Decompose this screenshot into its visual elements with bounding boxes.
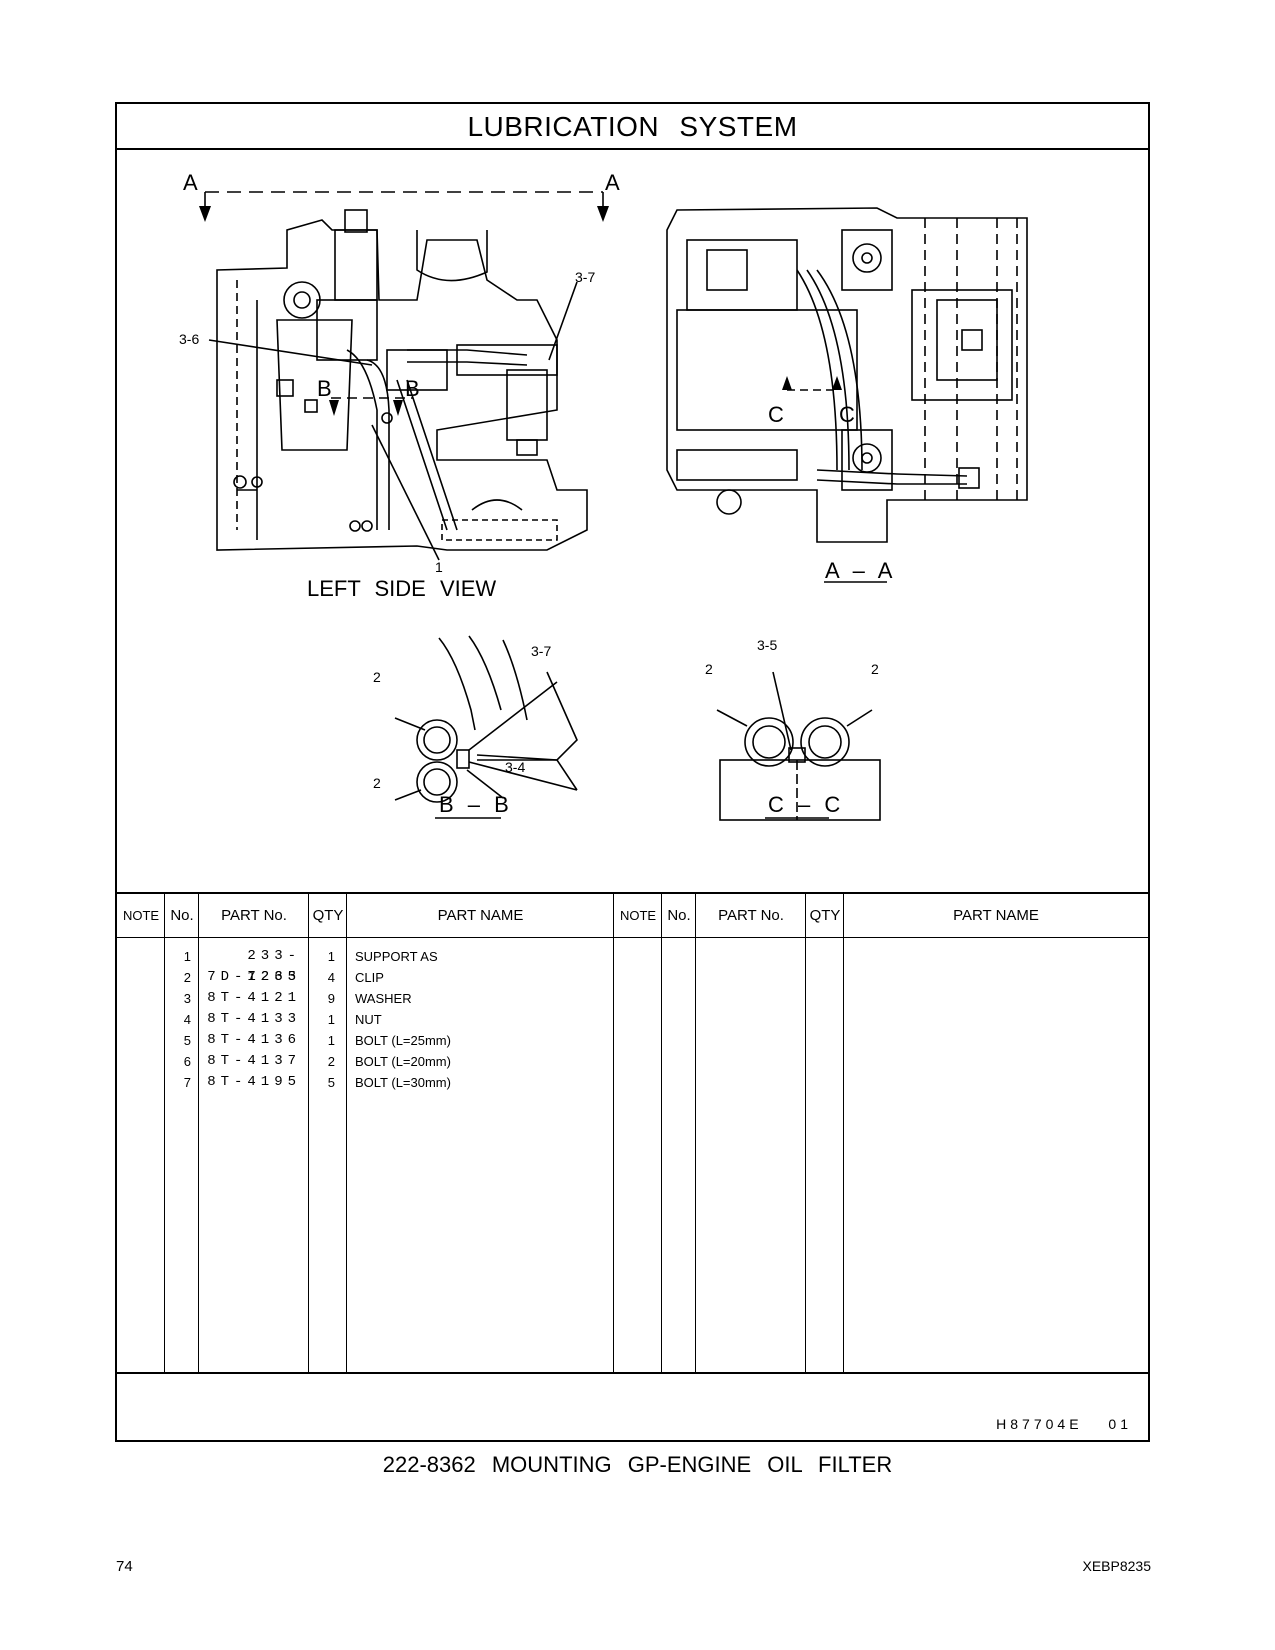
leader-1 — [371, 424, 440, 561]
callout-2-bb-bottom: 2 — [373, 775, 381, 791]
callout-2-bb-top: 2 — [373, 669, 381, 685]
header-qty-right: QTY — [809, 907, 841, 924]
bb-view-outline — [394, 635, 578, 803]
callout-3-7: 3-7 — [575, 269, 596, 285]
row-no: 5 — [183, 1033, 191, 1048]
leader-3-7 — [548, 281, 578, 361]
header-part-no-right: PART No. — [718, 907, 784, 924]
header-part-no-left: PART No. — [221, 907, 287, 924]
header-part-name-left: PART NAME — [437, 907, 524, 924]
callout-3-7-bb: 3-7 — [531, 643, 552, 659]
row-no: 1 — [183, 949, 191, 964]
sheet-footer: H87704E 01 — [117, 1372, 1148, 1440]
parts-sheet-frame: LUBRICATION SYSTEM — [115, 102, 1150, 1442]
drawing-reference: H87704E 01 — [996, 1416, 1132, 1432]
row-part-no: 8T-4121 — [207, 990, 301, 1006]
row-part-no: 8T-4136 — [207, 1032, 301, 1048]
header-note-left: NOTE — [122, 908, 160, 923]
row-part-no: 8T-4195 — [207, 1074, 301, 1090]
cc-view-outline — [716, 671, 881, 821]
section-letter-a-left: A — [183, 170, 198, 195]
page-number: 74 — [116, 1558, 133, 1575]
row-part-no: 7D-7233 — [207, 969, 301, 985]
row-part-name: NUT — [355, 1012, 382, 1027]
view-title-bb: B – B — [439, 792, 509, 817]
row-part-no: 8T-4137 — [207, 1053, 301, 1069]
callout-3-4: 3-4 — [505, 759, 526, 775]
row-qty: 2 — [327, 1054, 335, 1069]
row-qty: 1 — [327, 1033, 335, 1048]
row-part-no: 8T-4133 — [207, 1011, 301, 1027]
row-no: 2 — [183, 970, 191, 985]
row-part-name: BOLT (L=20mm) — [355, 1054, 451, 1069]
row-qty: 1 — [327, 949, 335, 964]
drawing-illustration — [199, 191, 1028, 821]
aa-view-outline — [666, 207, 1028, 543]
callout-3-6: 3-6 — [179, 331, 200, 347]
left-side-view-outline — [216, 209, 588, 551]
row-qty: 4 — [327, 970, 335, 985]
callout-2-cc-right: 2 — [871, 661, 879, 677]
row-no: 6 — [183, 1054, 191, 1069]
callout-1: 1 — [435, 559, 443, 575]
section-letter-a-right: A — [605, 170, 620, 195]
row-no: 7 — [183, 1075, 191, 1090]
row-no: 3 — [183, 991, 191, 1006]
section-letter-b-right: B — [405, 376, 420, 401]
header-no-left: No. — [170, 907, 194, 924]
row-qty: 9 — [327, 991, 335, 1006]
header-qty-left: QTY — [312, 907, 344, 924]
parts-table-header: NOTE No. PART No. QTY PART NAME NOTE No.… — [117, 894, 1148, 938]
row-part-name: BOLT (L=25mm) — [355, 1033, 451, 1048]
callout-3-5: 3-5 — [757, 637, 778, 653]
section-letter-c-right: C — [839, 402, 855, 427]
assembly-caption: 222-8362 MOUNTING GP-ENGINE OIL FILTER — [382, 1452, 893, 1477]
row-part-name: WASHER — [355, 991, 412, 1006]
header-no-right: No. — [667, 907, 691, 924]
section-letter-b-left: B — [317, 376, 332, 401]
parts-table: NOTE No. PART No. QTY PART NAME NOTE No.… — [117, 892, 1148, 1372]
sheet-title: LUBRICATION SYSTEM — [117, 104, 1148, 150]
row-part-name: SUPPORT AS — [355, 949, 438, 964]
row-part-name: CLIP — [355, 970, 384, 985]
row-part-name: BOLT (L=30mm) — [355, 1075, 451, 1090]
view-title-left-side: LEFT SIDE VIEW — [307, 576, 497, 601]
row-qty: 1 — [327, 1012, 335, 1027]
header-note-right: NOTE — [619, 908, 657, 923]
technical-drawing: A A B B C C 3-6 3-7 1 2 3-7 3-4 2 3-5 2 … — [117, 150, 1148, 892]
leader-3-6 — [208, 339, 373, 366]
callout-2-cc-left: 2 — [705, 661, 713, 677]
row-qty: 5 — [327, 1075, 335, 1090]
view-title-aa: A – A — [825, 558, 893, 583]
view-title-cc: C – C — [768, 792, 841, 817]
row-no: 4 — [183, 1012, 191, 1027]
header-part-name-right: PART NAME — [953, 907, 1039, 924]
row-part-no: 233-1265 — [247, 948, 301, 985]
publication-number: XEBP8235 — [1082, 1558, 1152, 1574]
section-letter-c-left: C — [768, 402, 784, 427]
